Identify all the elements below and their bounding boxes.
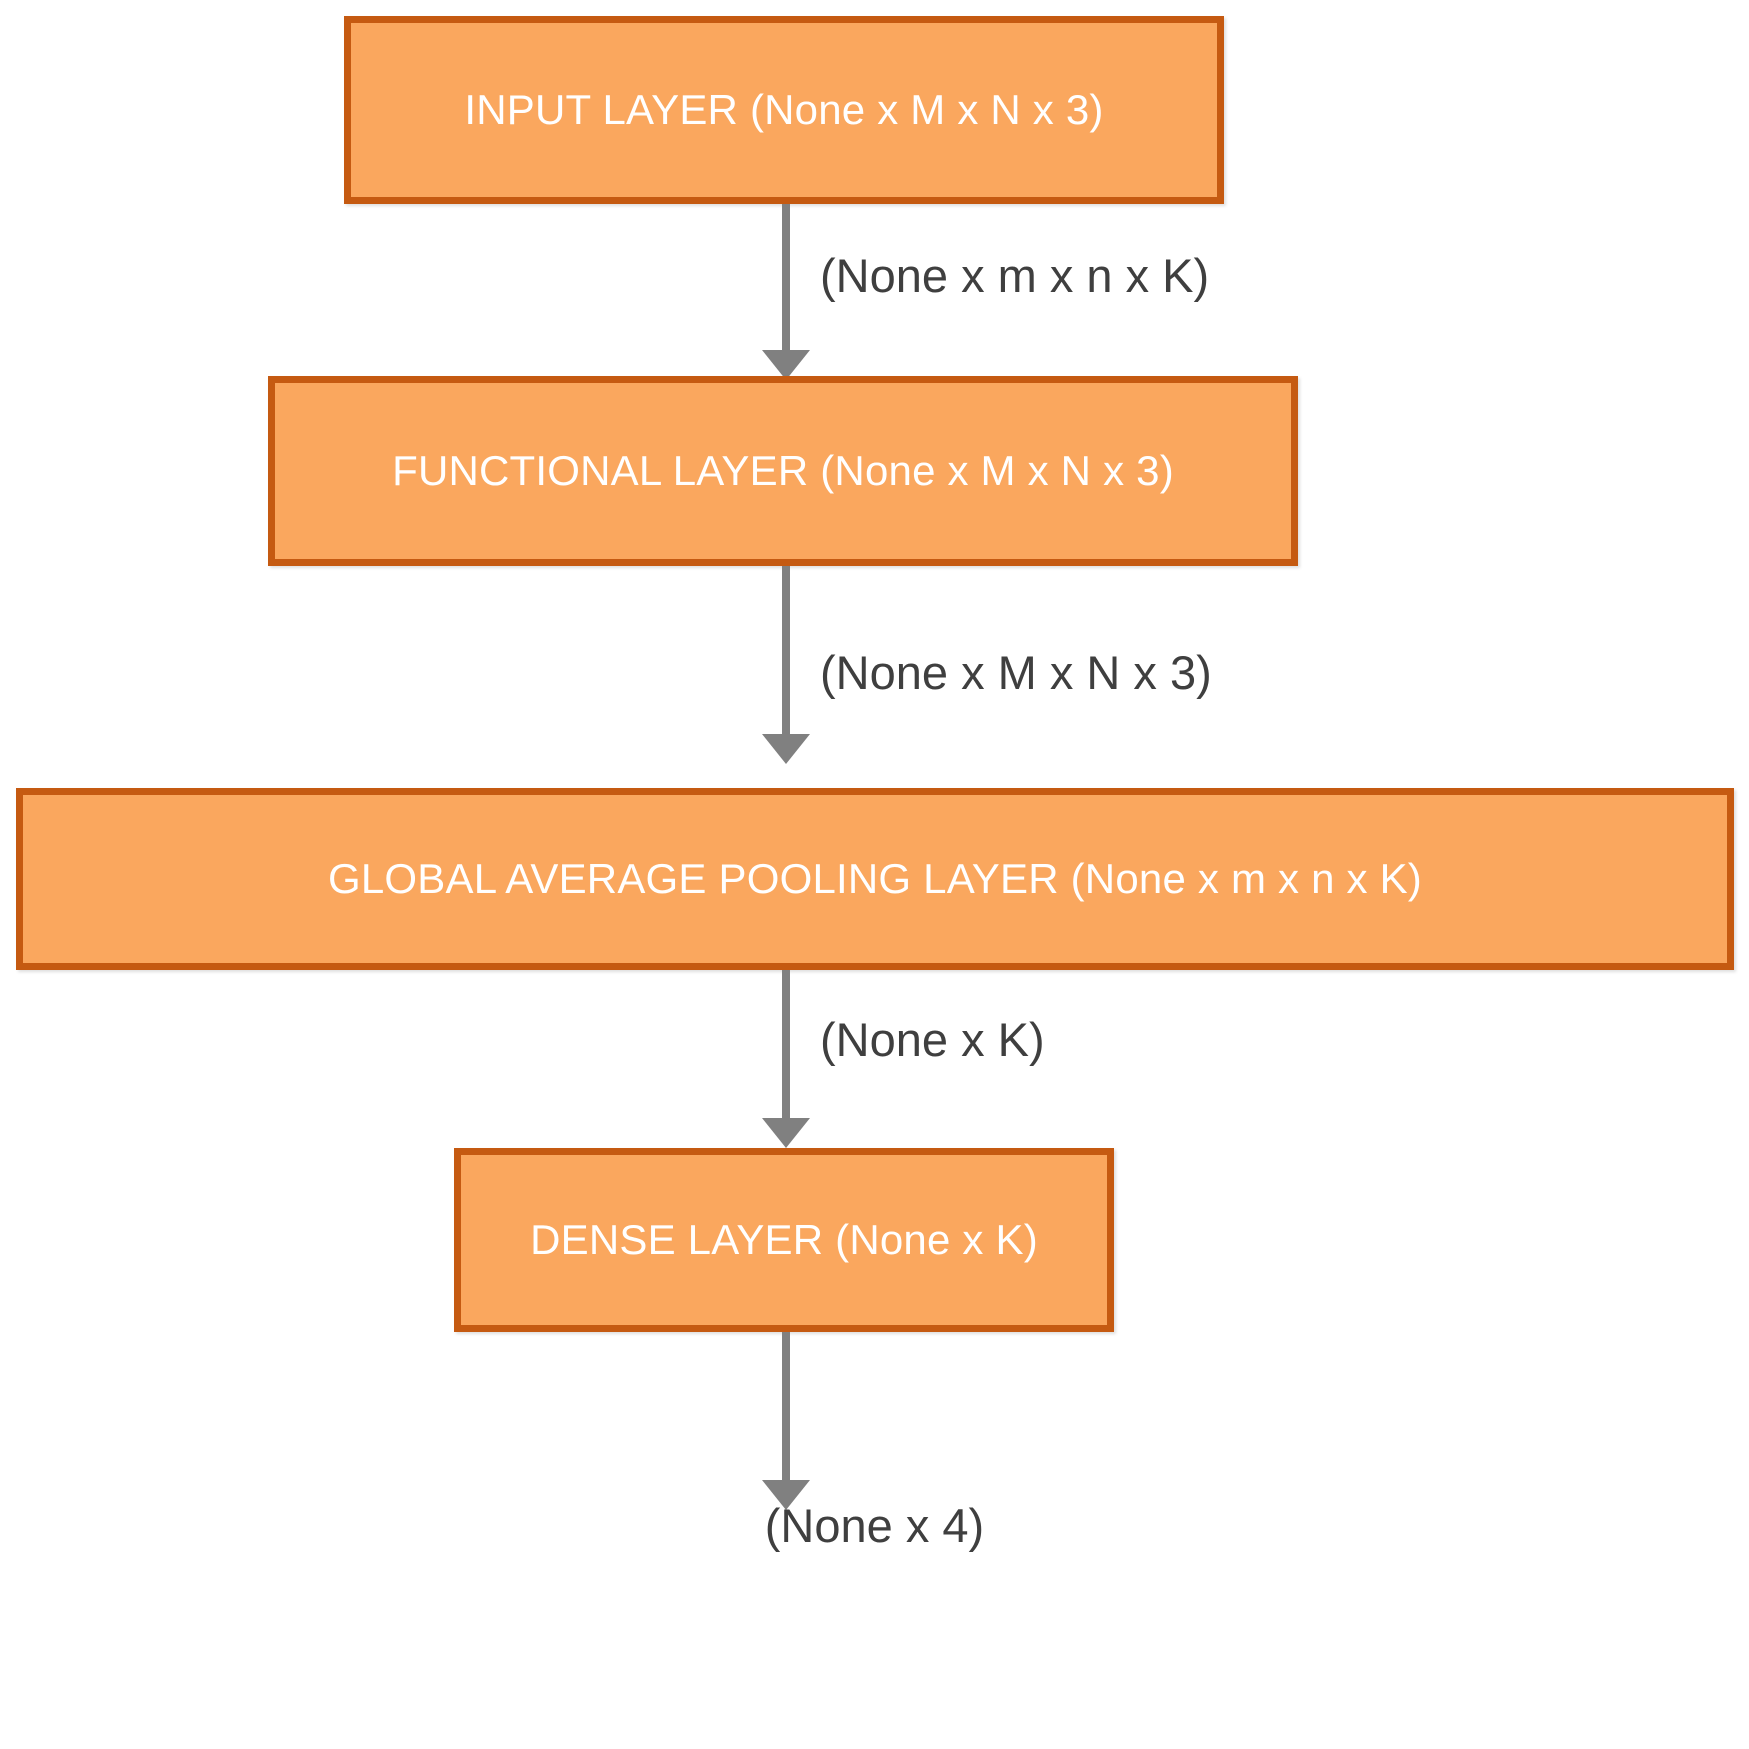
node-global-average-pooling-layer[interactable]: GLOBAL AVERAGE POOLING LAYER (None x m x… (16, 788, 1734, 970)
node-functional-layer[interactable]: FUNCTIONAL LAYER (None x M x N x 3) (268, 376, 1298, 566)
node-input-layer[interactable]: INPUT LAYER (None x M x N x 3) (344, 16, 1224, 204)
arrow-pooling-to-dense (782, 970, 790, 1128)
edge-label-functional-to-pooling: (None x M x N x 3) (820, 646, 1212, 699)
arrow-dense-to-output (782, 1332, 790, 1490)
node-input-layer-label: INPUT LAYER (None x M x N x 3) (464, 85, 1104, 133)
edge-label-input-to-functional: (None x m x n x K) (820, 249, 1210, 302)
node-dense-layer-label: DENSE LAYER (None x K) (530, 1215, 1038, 1263)
arrow-input-to-functional (782, 204, 790, 360)
edge-label-pooling-to-dense: (None x K) (820, 1013, 1045, 1066)
node-functional-layer-label: FUNCTIONAL LAYER (None x M x N x 3) (392, 446, 1174, 494)
edge-label-output: (None x 4) (764, 1499, 985, 1552)
node-dense-layer[interactable]: DENSE LAYER (None x K) (454, 1148, 1114, 1332)
node-global-average-pooling-layer-label: GLOBAL AVERAGE POOLING LAYER (None x m x… (328, 854, 1422, 902)
arrow-functional-to-pooling (782, 566, 790, 744)
